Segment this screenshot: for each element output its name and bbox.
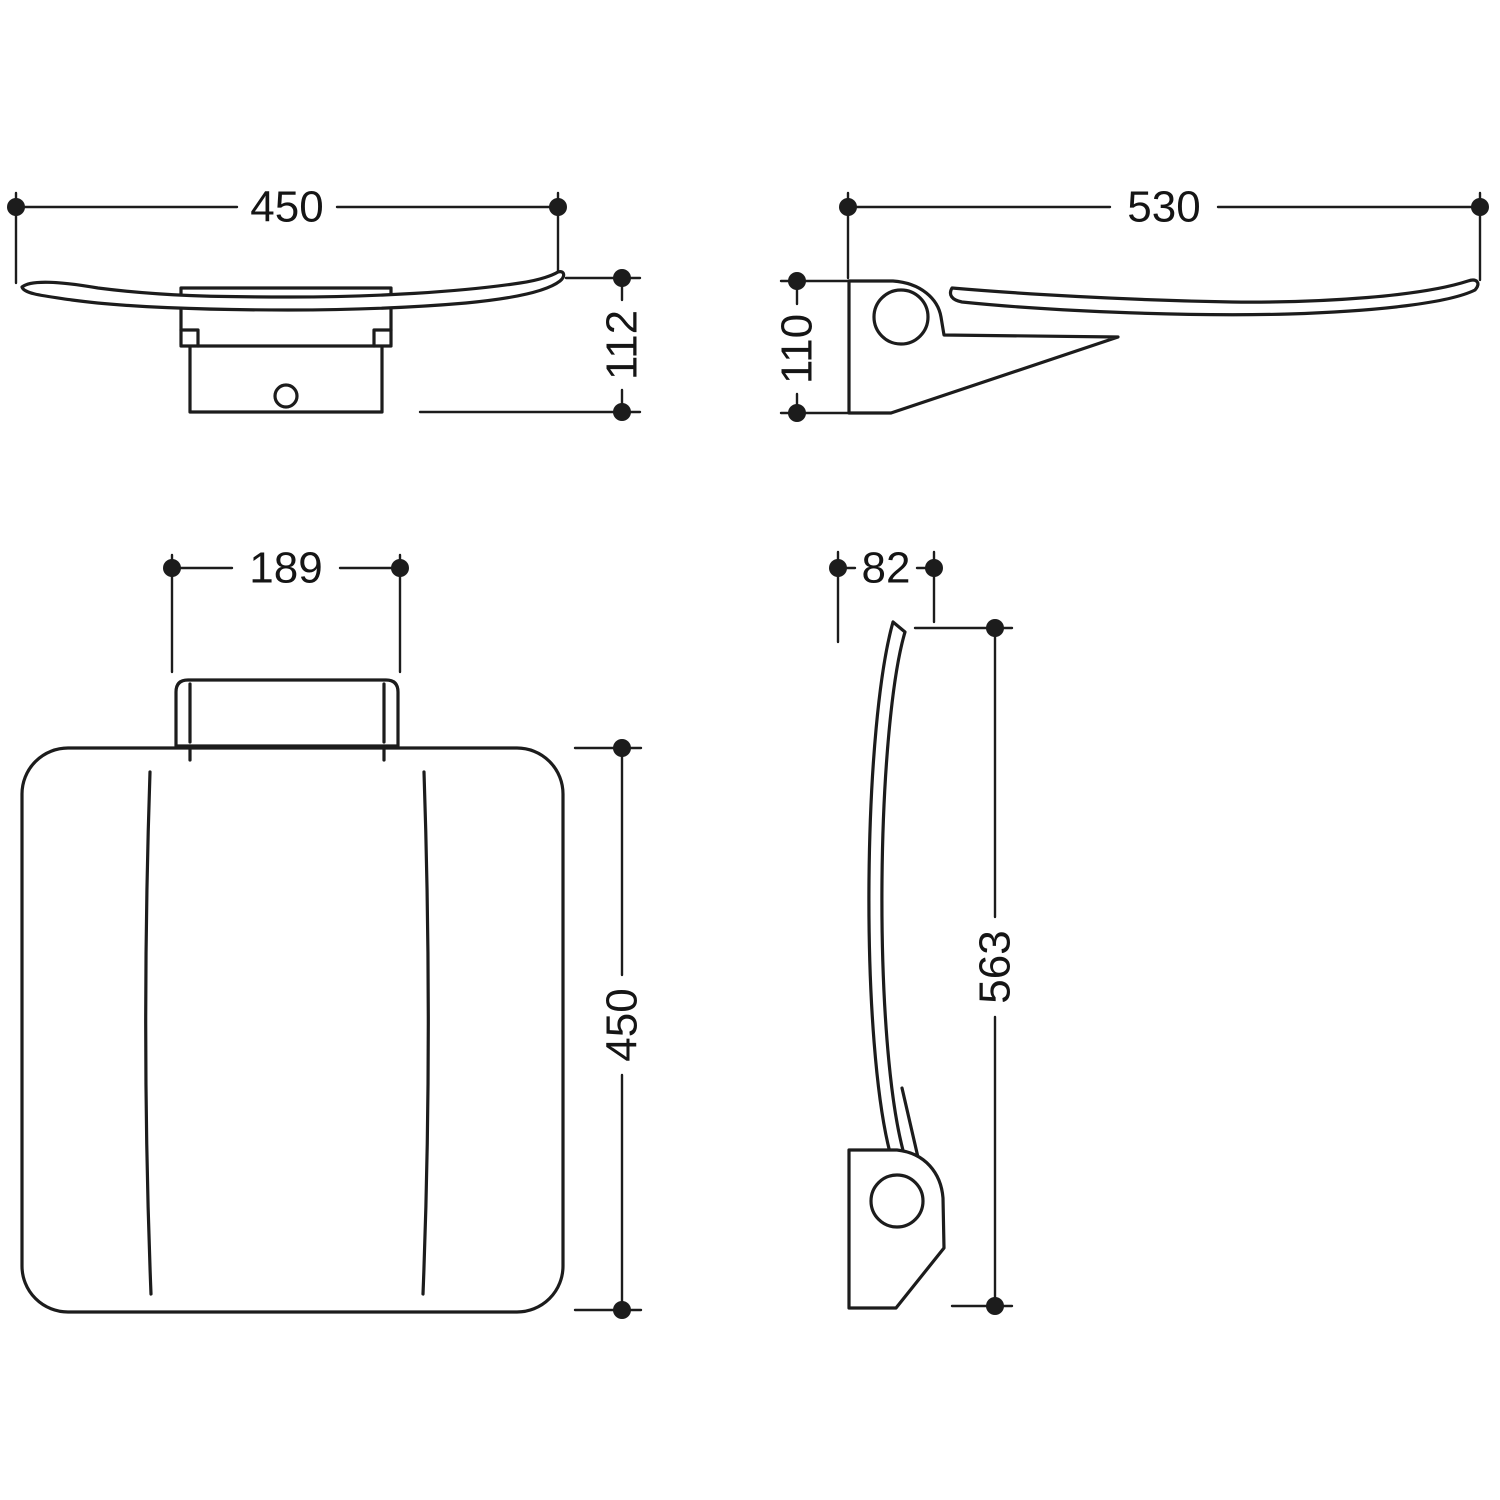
plan-view: 189 450 [20, 544, 647, 1319]
dimension-endpoint-dot [986, 1297, 1004, 1315]
front-height-label: 112 [598, 310, 647, 380]
plan-seat-surface [20, 746, 565, 1314]
side-open-seat-profile [948, 278, 1480, 317]
dimension-endpoint-dot [613, 269, 631, 287]
dimension-endpoint-dot [7, 198, 25, 216]
dimension-endpoint-dot [163, 559, 181, 577]
side-view-folded: 82 563 [829, 544, 1020, 1315]
plan-seat-contour-lines [144, 770, 430, 1296]
dimension-endpoint-dot [549, 198, 567, 216]
dimension-endpoint-dot [829, 559, 847, 577]
dimension-endpoint-dot [986, 619, 1004, 637]
dimension-endpoint-dot [788, 404, 806, 422]
dimension-endpoint-dot [1471, 198, 1489, 216]
plan-depth-label: 450 [598, 988, 647, 1061]
folded-width-label: 82 [862, 544, 911, 593]
dimension-endpoint-dot [839, 198, 857, 216]
plan-bracket-width-label: 189 [249, 544, 322, 593]
side-open-height-label: 110 [773, 314, 822, 384]
side-view-open: 530 110 [773, 183, 1489, 422]
dimension-endpoint-dot [925, 559, 943, 577]
folded-height-label: 563 [971, 930, 1020, 1003]
side-open-pivot-hinge [872, 288, 930, 346]
front-bracket-housing [179, 344, 393, 414]
side-open-width-label: 530 [1127, 183, 1200, 232]
dimension-endpoint-dot [391, 559, 409, 577]
front-width-label: 450 [250, 183, 323, 232]
front-seat-profile [20, 270, 566, 312]
plan-mounting-bracket [174, 678, 400, 748]
front-bracket-screw-hole [273, 383, 299, 409]
dimension-endpoint-dot [613, 403, 631, 421]
folded-pivot-hinge [869, 1173, 925, 1229]
dimension-endpoint-dot [613, 1301, 631, 1319]
front-view: 450 112 [7, 183, 647, 421]
dimension-endpoint-dot [613, 739, 631, 757]
front-bracket-notches [179, 328, 393, 348]
plan-mounting-bracket-detail [188, 682, 386, 762]
dimension-endpoint-dot [788, 272, 806, 290]
